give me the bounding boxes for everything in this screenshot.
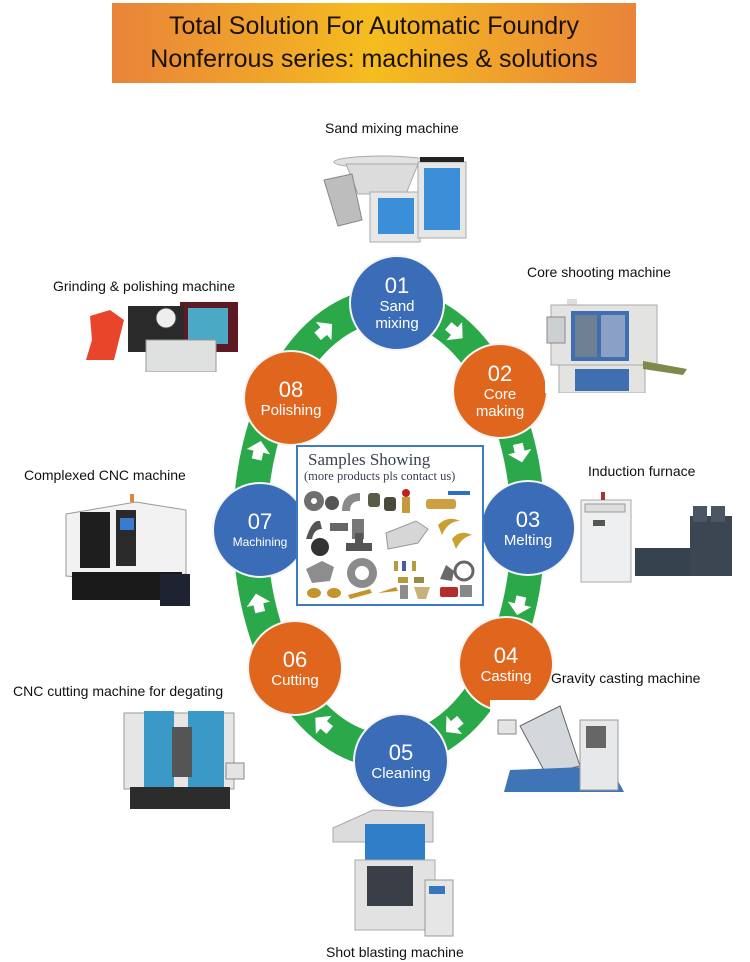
machine-label-cnc-cutting: CNC cutting machine for degating	[13, 683, 224, 699]
machine-label-induction-furnace: Induction furnace	[588, 463, 696, 479]
machine-label-sand-mixing: Sand mixing machine	[325, 120, 459, 136]
step-number: 06	[282, 646, 308, 672]
flow-arrow-icon	[507, 595, 532, 616]
step-08-polishing: 08 Polishing	[243, 350, 339, 446]
step-label: Cleaning	[371, 764, 431, 782]
flow-arrow-icon	[315, 715, 334, 735]
flow-arrow-icon	[444, 321, 463, 341]
step-label: Core	[483, 386, 517, 403]
machine-label-complexed-cnc: Complexed CNC machine	[24, 467, 186, 483]
step-number: 02	[487, 361, 513, 386]
step-number: 08	[278, 376, 304, 402]
step-label: Sand	[379, 298, 415, 315]
step-04-casting: 04 Casting	[458, 616, 554, 712]
banner-title: Total Solution For Automatic Foundry	[169, 12, 579, 40]
cnc-cutter-image	[118, 703, 248, 815]
sample-parts-image	[304, 489, 475, 599]
step-number: 05	[388, 739, 414, 765]
step-label: Polishing	[260, 401, 322, 419]
samples-showcase: Samples Showing (more products pls conta…	[296, 445, 484, 606]
sand-mixer-image	[320, 148, 470, 243]
title-banner: Total Solution For Automatic Foundry Non…	[112, 3, 636, 83]
step-label: making	[475, 403, 525, 420]
induction-furnace-image	[575, 490, 740, 585]
step-06-cutting: 06 Cutting	[247, 620, 343, 716]
step-label: Cutting	[271, 671, 319, 689]
samples-subtitle: (more products pls contact us)	[304, 469, 456, 483]
step-number: 01	[384, 273, 410, 298]
step-label: Casting	[480, 667, 532, 685]
machine-label-core-shooting: Core shooting machine	[527, 264, 671, 280]
flow-arrow-icon	[246, 593, 271, 614]
banner-subtitle: Nonferrous series: machines & solutions	[150, 45, 598, 73]
step-number: 07	[247, 508, 273, 534]
step-label: mixing	[375, 315, 419, 332]
flow-arrow-icon	[445, 715, 464, 735]
step-number: 03	[515, 506, 541, 532]
machine-label-grinding-polishing: Grinding & polishing machine	[53, 278, 236, 294]
step-01-sand-mixing: 01 Sand mixing	[349, 255, 445, 351]
grinding-robot-image	[80, 302, 245, 372]
samples-title: Samples Showing	[308, 450, 431, 469]
step-label: Machining	[232, 534, 288, 549]
step-label: Melting	[503, 531, 553, 549]
flow-arrow-icon	[314, 321, 333, 341]
flow-arrow-icon	[507, 442, 532, 463]
step-03-melting: 03 Melting	[480, 480, 576, 576]
step-02-core-making: 02 Core making	[452, 343, 548, 439]
gravity-caster-image	[490, 700, 640, 795]
flow-arrow-icon	[246, 440, 271, 461]
core-shooter-image	[545, 293, 690, 393]
machine-label-gravity-casting: Gravity casting machine	[551, 670, 701, 686]
shot-blaster-image	[325, 808, 460, 938]
step-05-cleaning: 05 Cleaning	[353, 713, 449, 809]
step-number: 04	[493, 642, 519, 668]
machine-label-shot-blasting: Shot blasting machine	[326, 944, 464, 960]
flow-arrows	[246, 321, 532, 735]
step-07-machining: 07 Machining	[212, 482, 308, 578]
cnc-machine-image	[62, 490, 197, 608]
